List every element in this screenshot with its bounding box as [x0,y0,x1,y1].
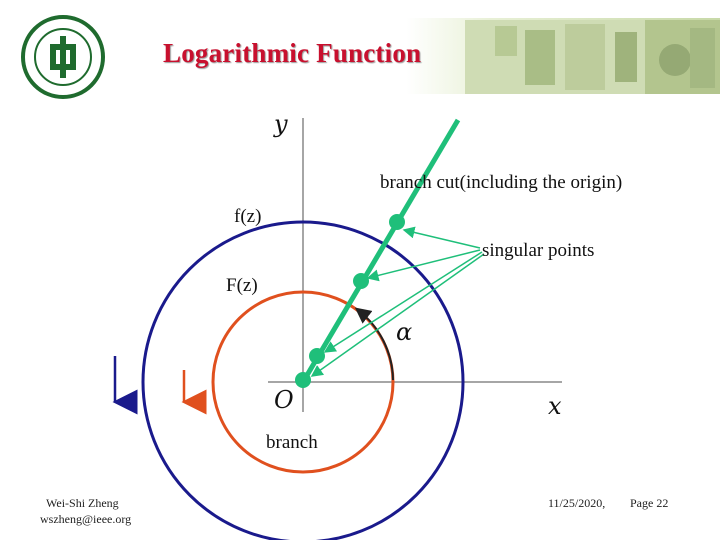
axis-x-label: x [548,392,562,420]
slide-banner: Logarithmic Function [0,0,720,100]
angle-arc [354,307,394,381]
singular-point-1 [389,214,405,230]
branch-cut-ray [300,118,461,384]
footer-author: Wei-Shi Zheng [46,496,119,510]
pointer-line-2 [366,249,481,282]
inner-circle [211,290,395,474]
fz-label: f(z) [234,206,262,227]
pointer-line-1 [402,226,481,249]
campus-photo-strip [465,20,720,94]
branch-cut-label: branch cut(including the origin) [380,172,623,193]
singular-point-2 [353,273,369,289]
slide-title: Logarithmic Function [163,38,422,68]
sun-yat-sen-university-seal-icon [21,15,105,99]
pointer-line-4 [310,253,485,377]
pointer-line-3 [323,251,483,353]
singular-points-label: singular points [482,240,595,261]
singular-point-4 [295,372,311,388]
footer-date: 11/25/2020, [548,496,606,510]
axis-y-label: y [274,110,288,138]
angle-label: α [396,318,413,346]
footer-email: wszheng@ieee.org [40,512,132,526]
Fz-label: F(z) [226,275,258,296]
footer-page: Page 22 [630,496,669,510]
origin-label: O [274,386,294,414]
singular-point-3 [309,348,325,364]
branch-label: branch [266,432,318,453]
outer-circle [141,220,465,540]
